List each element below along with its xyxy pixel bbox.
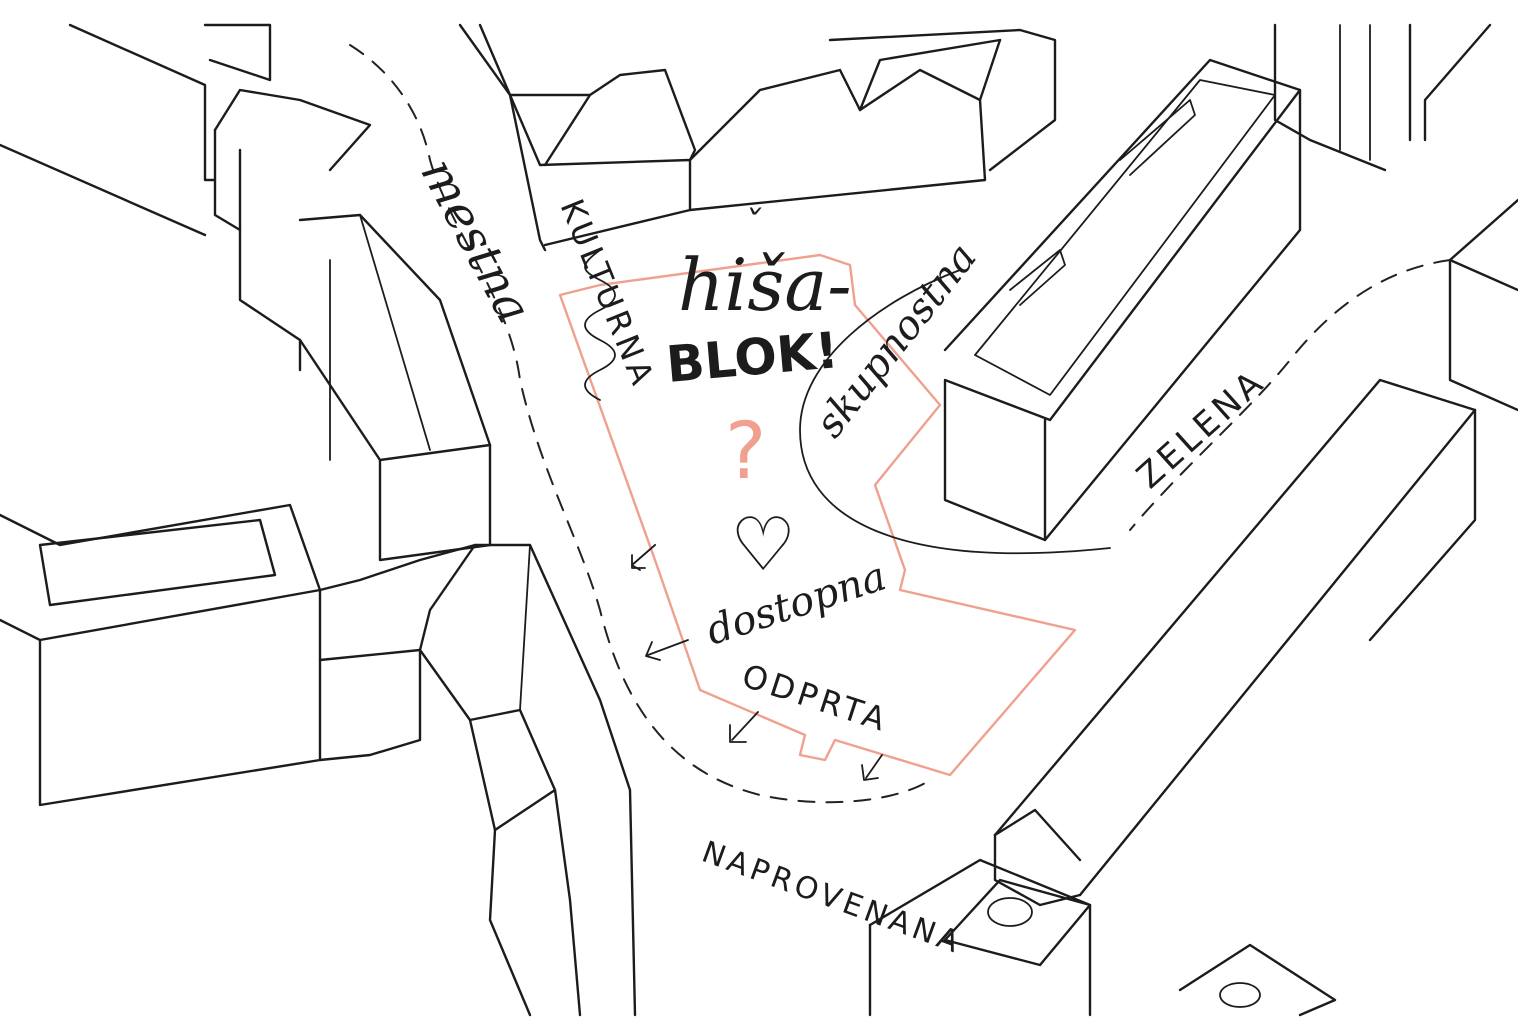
building-left-slab <box>0 503 477 807</box>
building-far-right <box>1273 23 1492 172</box>
building-long-block <box>868 378 1477 1017</box>
label-zelena: ZELENA <box>1129 361 1273 496</box>
wavy-line <box>584 249 616 401</box>
building-top-left <box>0 23 272 237</box>
label-naprovenana: NAPROVENANA <box>697 835 967 962</box>
building-right-edge <box>1448 198 1518 412</box>
label-mestna: mestna <box>409 149 542 332</box>
dashed-path-left <box>349 44 931 804</box>
arrows <box>631 544 883 781</box>
building-top-center <box>458 23 1057 252</box>
site-boundary <box>558 253 1077 777</box>
question-mark: ? <box>725 407 766 497</box>
building-bend <box>318 543 637 1017</box>
title-blok: BLOK! <box>664 321 841 394</box>
sweep-curve <box>799 269 1111 555</box>
heart-icon: ♡ <box>730 502 796 588</box>
label-odprta: ODPRTA <box>738 656 894 739</box>
title-hisa: hiša- <box>678 243 852 327</box>
building-left-row <box>213 88 492 562</box>
dashed-path-right <box>1129 259 1451 531</box>
hacek-mark: ˇ <box>742 203 762 247</box>
building-tall-slab <box>943 58 1302 542</box>
